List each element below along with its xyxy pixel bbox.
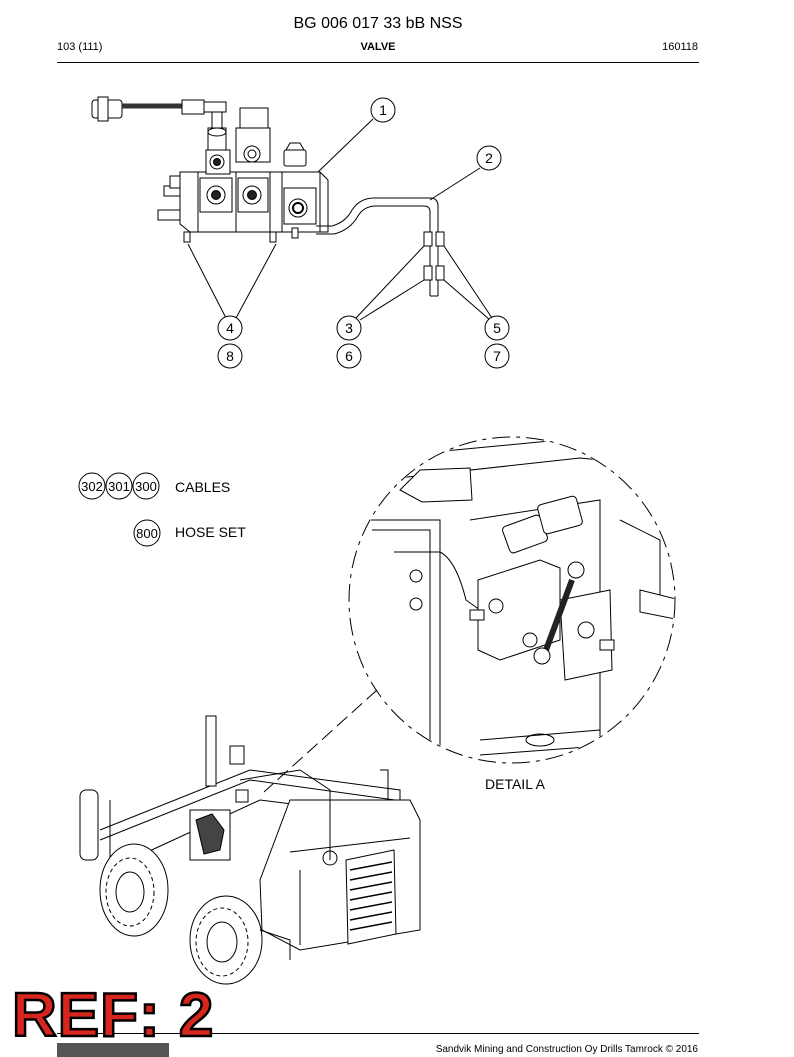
cables-label: CABLES xyxy=(175,479,231,495)
callout-7: 7 xyxy=(484,343,510,369)
callout-800: 800 xyxy=(133,519,161,547)
section-title: VALVE xyxy=(360,41,396,53)
svg-text:1: 1 xyxy=(379,102,387,118)
callout-3: 3 xyxy=(336,315,362,341)
svg-text:2: 2 xyxy=(485,150,493,166)
svg-text:5: 5 xyxy=(493,320,501,336)
callout-6: 6 xyxy=(336,343,362,369)
page-number: 103 (111) xyxy=(57,41,103,53)
svg-text:300: 300 xyxy=(135,479,157,494)
svg-text:8: 8 xyxy=(226,348,234,364)
document-title: BG 006 017 33 bB NSS xyxy=(293,15,463,32)
callout-301: 301 xyxy=(105,472,133,500)
hose-set-label: HOSE SET xyxy=(175,524,246,540)
ref-stamp: REF: 2 xyxy=(11,981,215,1050)
callout-2: 2 xyxy=(476,145,502,171)
footer-divider xyxy=(57,1033,699,1034)
svg-text:3: 3 xyxy=(345,320,353,336)
callout-1: 1 xyxy=(370,97,396,123)
header-divider xyxy=(57,62,699,63)
valve-block-assembly xyxy=(91,96,445,297)
detail-a-label: DETAIL A xyxy=(485,776,545,792)
callout-8: 8 xyxy=(217,343,243,369)
callout-5: 5 xyxy=(484,315,510,341)
callout-4: 4 xyxy=(217,315,243,341)
callout-302: 302 xyxy=(78,472,106,500)
svg-text:7: 7 xyxy=(493,348,501,364)
callout-300: 300 xyxy=(132,472,160,500)
machine-iso-view xyxy=(79,715,421,985)
leader-lines xyxy=(187,118,493,793)
svg-text:6: 6 xyxy=(345,348,353,364)
footer-copyright: Sandvik Mining and Construction Oy Drill… xyxy=(435,1044,698,1055)
svg-text:301: 301 xyxy=(108,479,130,494)
svg-text:302: 302 xyxy=(81,479,103,494)
detail-a-view xyxy=(348,436,676,764)
svg-text:800: 800 xyxy=(136,526,158,541)
svg-text:4: 4 xyxy=(226,320,234,336)
date-code: 160118 xyxy=(662,41,698,53)
